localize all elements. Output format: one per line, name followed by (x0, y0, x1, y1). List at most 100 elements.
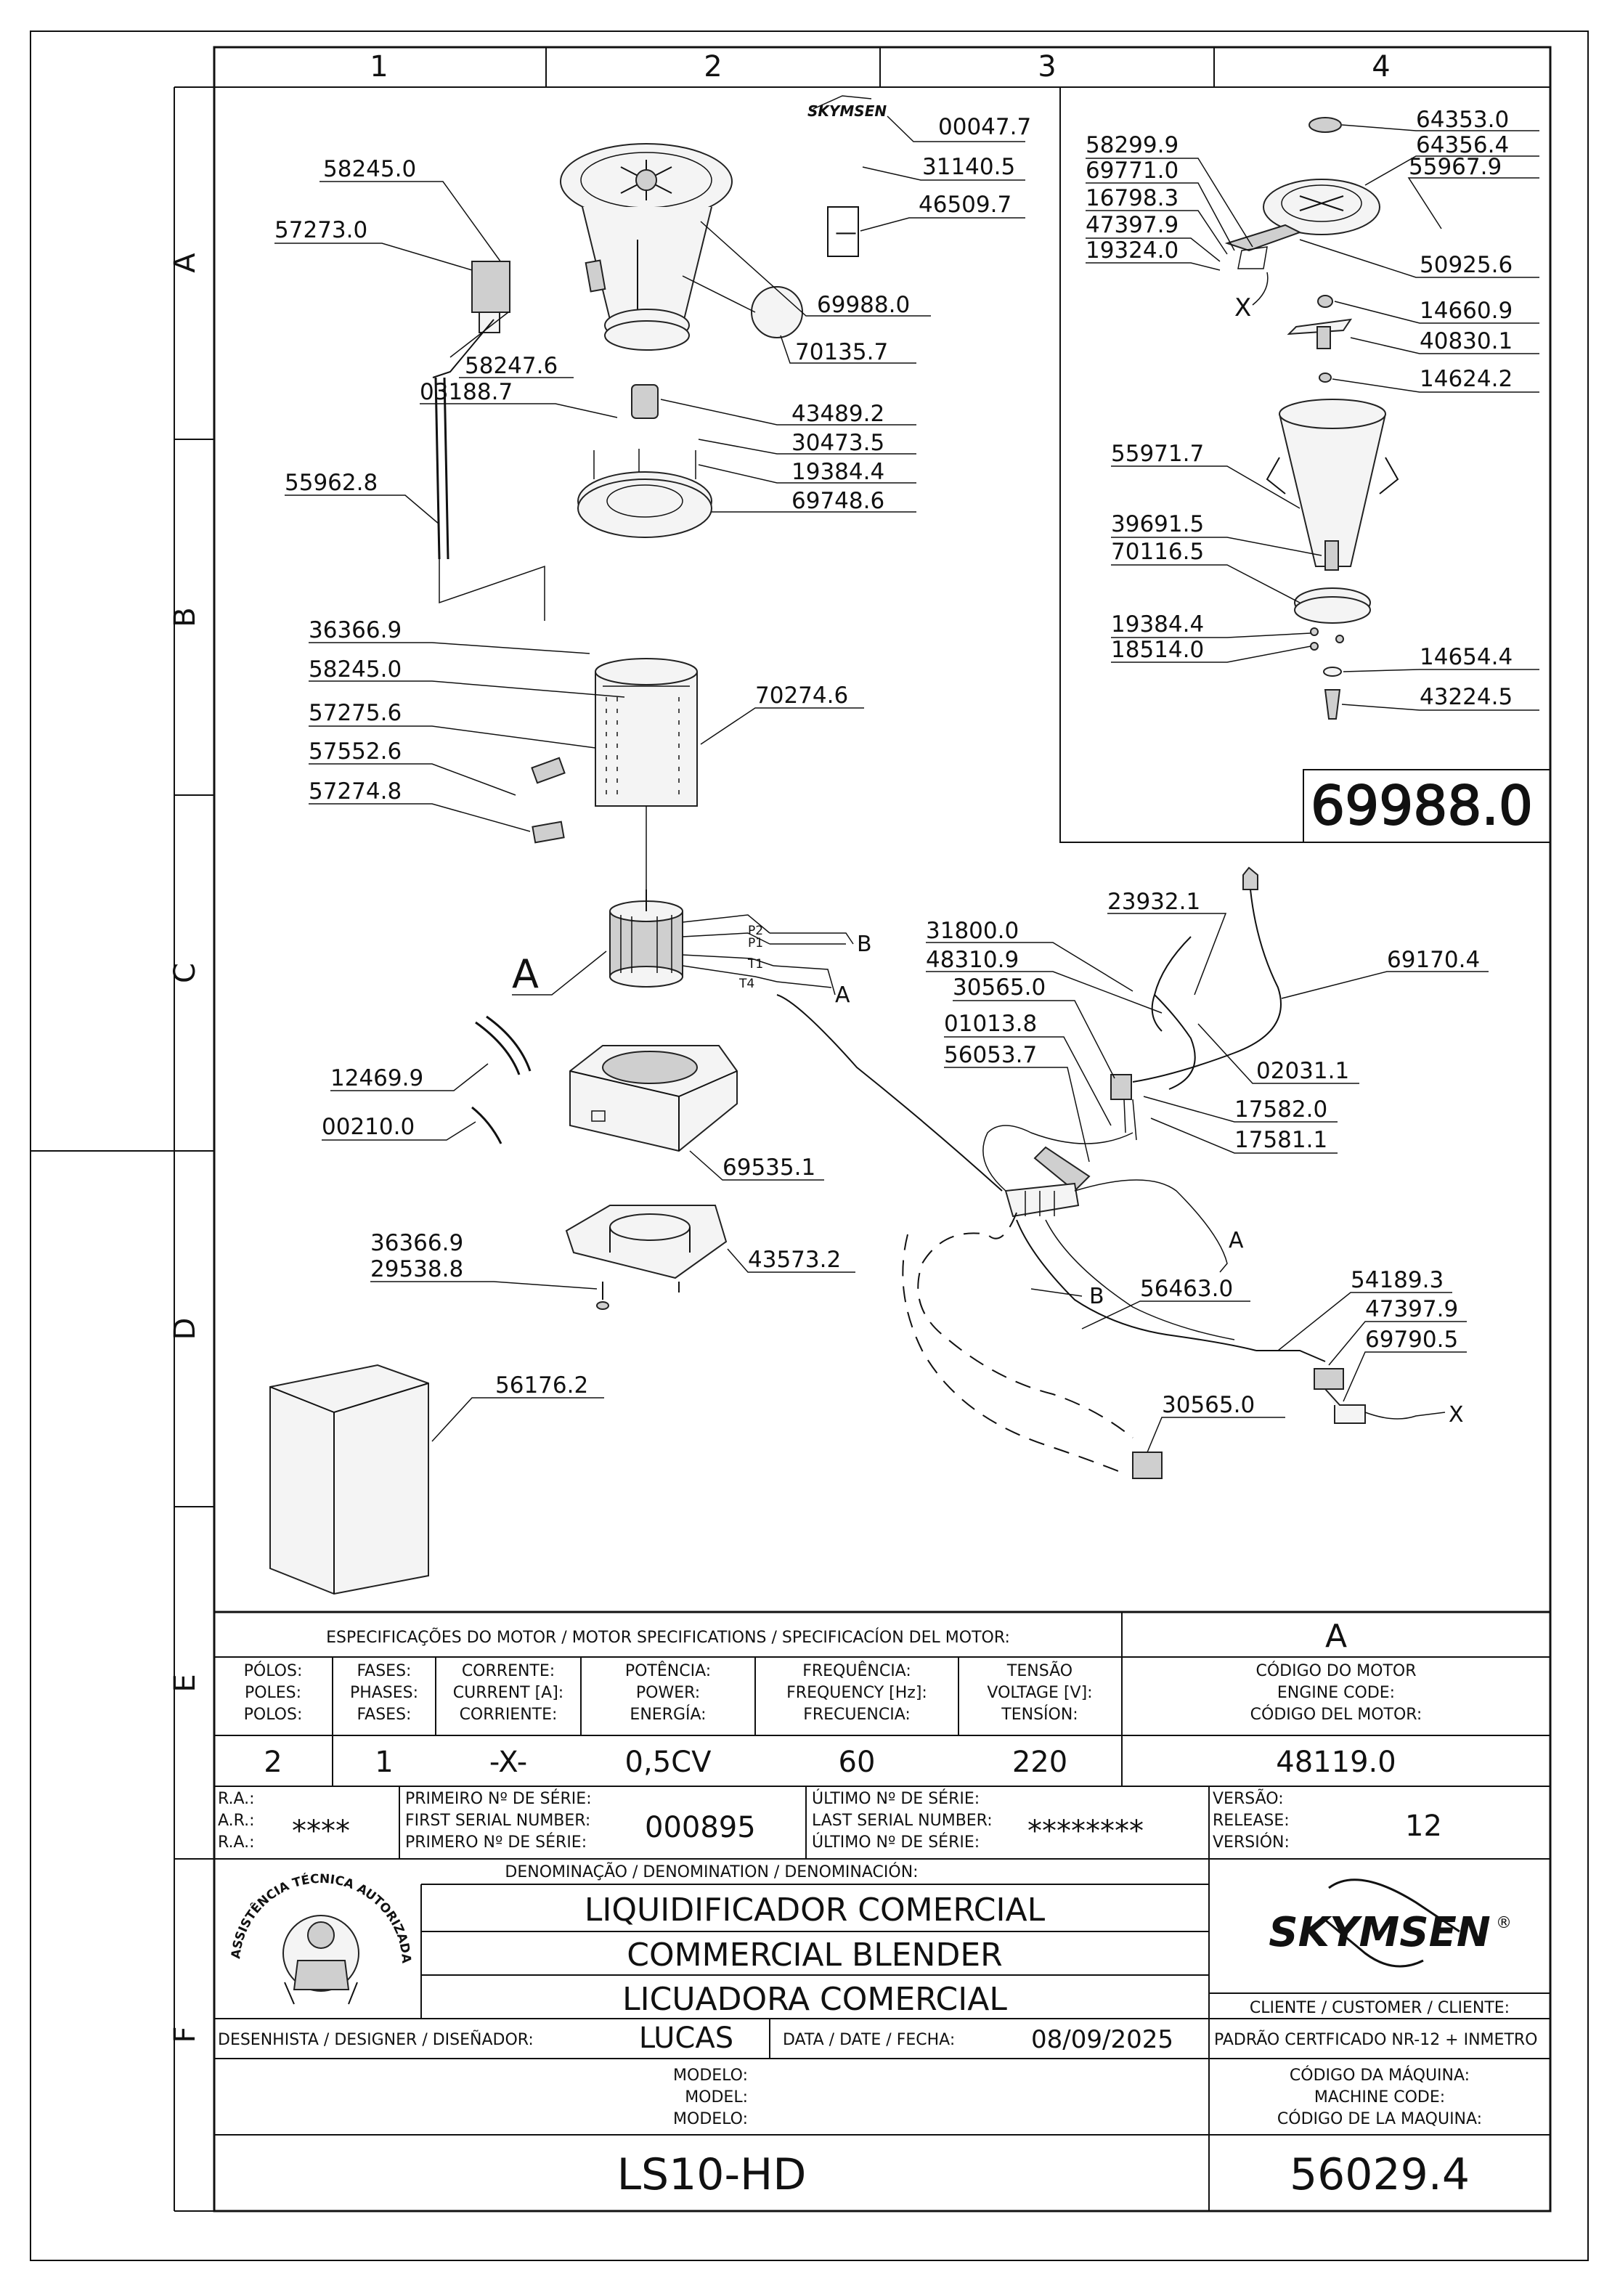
spec-poles-label-pt: PÓLOS: (244, 1661, 303, 1680)
grid-row-c: C (168, 963, 202, 983)
label-48310-9: 48310.9 (926, 947, 1019, 973)
label-56463-0: 56463.0 (1140, 1276, 1233, 1302)
spec-engine-code-value: 48119.0 (1276, 1746, 1396, 1779)
first-serial-value: 000895 (645, 1811, 756, 1844)
standard-text: PADRÃO CERTFICADO NR-12 + INMETRO (1214, 2030, 1537, 2049)
skymsen-logo: SKYMSEN ® CLIENTE / CUSTOMER / CLIENTE: (1250, 1878, 1512, 2017)
label-47397-9: 47397.9 (1086, 212, 1179, 238)
specs-header: ESPECIFICAÇÕES DO MOTOR / MOTOR SPECIFIC… (326, 1627, 1010, 1647)
denomination-en: COMMERCIAL BLENDER (627, 1937, 1002, 1974)
label-58247-6: 58247.6 (465, 353, 558, 379)
model-label-en: MODEL: (685, 2088, 748, 2106)
ra-label-3: R.A.: (218, 1833, 255, 1852)
date-value: 08/09/2025 (1031, 2025, 1173, 2054)
label-43489-2: 43489.2 (791, 401, 884, 427)
spec-voltage-value: 220 (1012, 1746, 1067, 1779)
label-55962-8: 55962.8 (285, 470, 378, 496)
ra-label-2: A.R.: (218, 1812, 255, 1830)
spec-phases-label-en: PHASES: (350, 1684, 418, 1702)
microswitch-left (432, 261, 510, 378)
spec-engine-code-label-es: CÓDIGO DEL MOTOR: (1250, 1705, 1422, 1724)
spec-power-label-es: ENERGÍA: (630, 1705, 706, 1724)
label-64353-0: 64353.0 (1416, 107, 1509, 133)
date-label: DATA / DATE / FECHA: (783, 2031, 955, 2049)
label-54189-3: 54189.3 (1351, 1267, 1444, 1293)
grid-row-b: B (168, 607, 202, 627)
label-70116-5: 70116.5 (1111, 539, 1204, 565)
label-00047-7: 00047.7 (938, 114, 1031, 140)
label-70274-6: 70274.6 (755, 683, 848, 709)
label-16798-3: 16798.3 (1086, 185, 1179, 211)
last-serial-label-en: LAST SERIAL NUMBER: (812, 1812, 993, 1830)
designer-row: DESENHISTA / DESIGNER / DISEÑADOR: LUCAS… (218, 2022, 1537, 2055)
spec-current-value: -X- (489, 1746, 527, 1779)
grid-row-e: E (168, 1674, 202, 1692)
label-69535-1: 69535.1 (723, 1155, 815, 1181)
blender-jar-assembly (560, 143, 803, 351)
label-12469-9: 12469.9 (330, 1065, 423, 1091)
jar-body (582, 206, 712, 320)
motor-labels: A P2 P1 T1 T4 B A (512, 924, 872, 1008)
label-58245-0-b: 58245.0 (309, 656, 402, 683)
label-23932-1: 23932.1 (1107, 889, 1200, 915)
label-69748-6: 69748.6 (791, 488, 884, 514)
label-31140-5: 31140.5 (922, 154, 1015, 180)
coupling-and-plate (577, 384, 712, 538)
model-label-es: MODELO: (673, 2110, 748, 2128)
ra-value: **** (292, 1815, 350, 1848)
spec-phases-value: 1 (375, 1746, 393, 1779)
grid-column-labels: 1 2 3 4 (370, 50, 1390, 84)
label-69170-4: 69170.4 (1387, 947, 1480, 973)
label-00210-0: 00210.0 (322, 1114, 415, 1140)
drawing-frame (30, 30, 1589, 2261)
motor-ref-a: A (512, 951, 539, 997)
grid-row-d: D (168, 1318, 202, 1340)
spec-voltage-label-pt: TENSÃO (1006, 1661, 1072, 1680)
last-serial-label-pt: ÚLTIMO Nº DE SÉRIE: (812, 1789, 980, 1808)
box-dash: — (835, 220, 857, 245)
spec-power-value: 0,5CV (625, 1746, 712, 1779)
label-57274-8: 57274.8 (309, 778, 402, 805)
wiring-harness (776, 866, 1446, 1479)
spec-poles-label-es: POLOS: (244, 1706, 303, 1724)
denomination-es: LICUADORA COMERCIAL (622, 1981, 1007, 2018)
small-logo-text: SKYMSEN (807, 102, 887, 120)
spec-engine-code-label-en: ENGINE CODE: (1277, 1684, 1395, 1702)
grid-col-1: 1 (370, 50, 388, 84)
title-block-frame (214, 1611, 1550, 2211)
first-serial-label-es: PRIMERO Nº DE SÉRIE: (405, 1833, 587, 1852)
spec-engine-code-label-pt: CÓDIGO DO MOTOR (1255, 1661, 1416, 1680)
small-brand-logo: SKYMSEN (807, 95, 887, 120)
label-14654-4: 14654.4 (1420, 644, 1513, 670)
motor-housing (595, 658, 698, 807)
label-36366-9-a: 36366.9 (309, 617, 402, 643)
wire-ref-b-2: B (1089, 1284, 1104, 1309)
label-64356-4: 64356.4 (1416, 132, 1509, 158)
label-29538-8: 29538.8 (370, 1256, 463, 1282)
model-value: LS10-HD (617, 2149, 807, 2200)
label-57552-6: 57552.6 (309, 738, 402, 765)
label-02031-1: 02031.1 (1256, 1058, 1349, 1084)
label-36366-9-b: 36366.9 (370, 1230, 463, 1256)
wiring-labels: 23932.1 31800.0 48310.9 30565.0 69170.4 … (926, 889, 1489, 1453)
motor-specs: ESPECIFICAÇÕES DO MOTOR / MOTOR SPECIFIC… (244, 1618, 1422, 1779)
ra-label-1: R.A.: (218, 1790, 255, 1808)
version-label-es: VERSIÓN: (1213, 1833, 1290, 1852)
spec-frequency-label-es: FRECUENCIA: (803, 1706, 911, 1724)
label-30473-5: 30473.5 (791, 430, 884, 456)
label-14624-2: 14624.2 (1420, 366, 1513, 392)
label-43224-5: 43224.5 (1420, 684, 1513, 710)
detail-box: 69988.0 (1059, 87, 1551, 843)
label-58245-0: 58245.0 (323, 156, 416, 182)
spec-power-label-pt: POTÊNCIA: (625, 1661, 711, 1680)
denomination: DENOMINAÇÃO / DENOMINATION / DENOMINACIÓ… (505, 1862, 1045, 2018)
machine-code-label-pt: CÓDIGO DA MÁQUINA: (1290, 2066, 1470, 2085)
label-19324-0: 19324.0 (1086, 237, 1179, 264)
terminal-t4: T4 (738, 977, 754, 991)
terminal-p2: P2 (748, 924, 763, 938)
switch-rod: 55962.8 (285, 377, 545, 621)
top-label-group: 00047.7 31140.5 — 46509.7 (827, 114, 1031, 257)
spec-phases-label-pt: FASES: (357, 1662, 412, 1680)
machine-code-label-en: MACHINE CODE: (1314, 2088, 1445, 2106)
motor (609, 890, 778, 988)
